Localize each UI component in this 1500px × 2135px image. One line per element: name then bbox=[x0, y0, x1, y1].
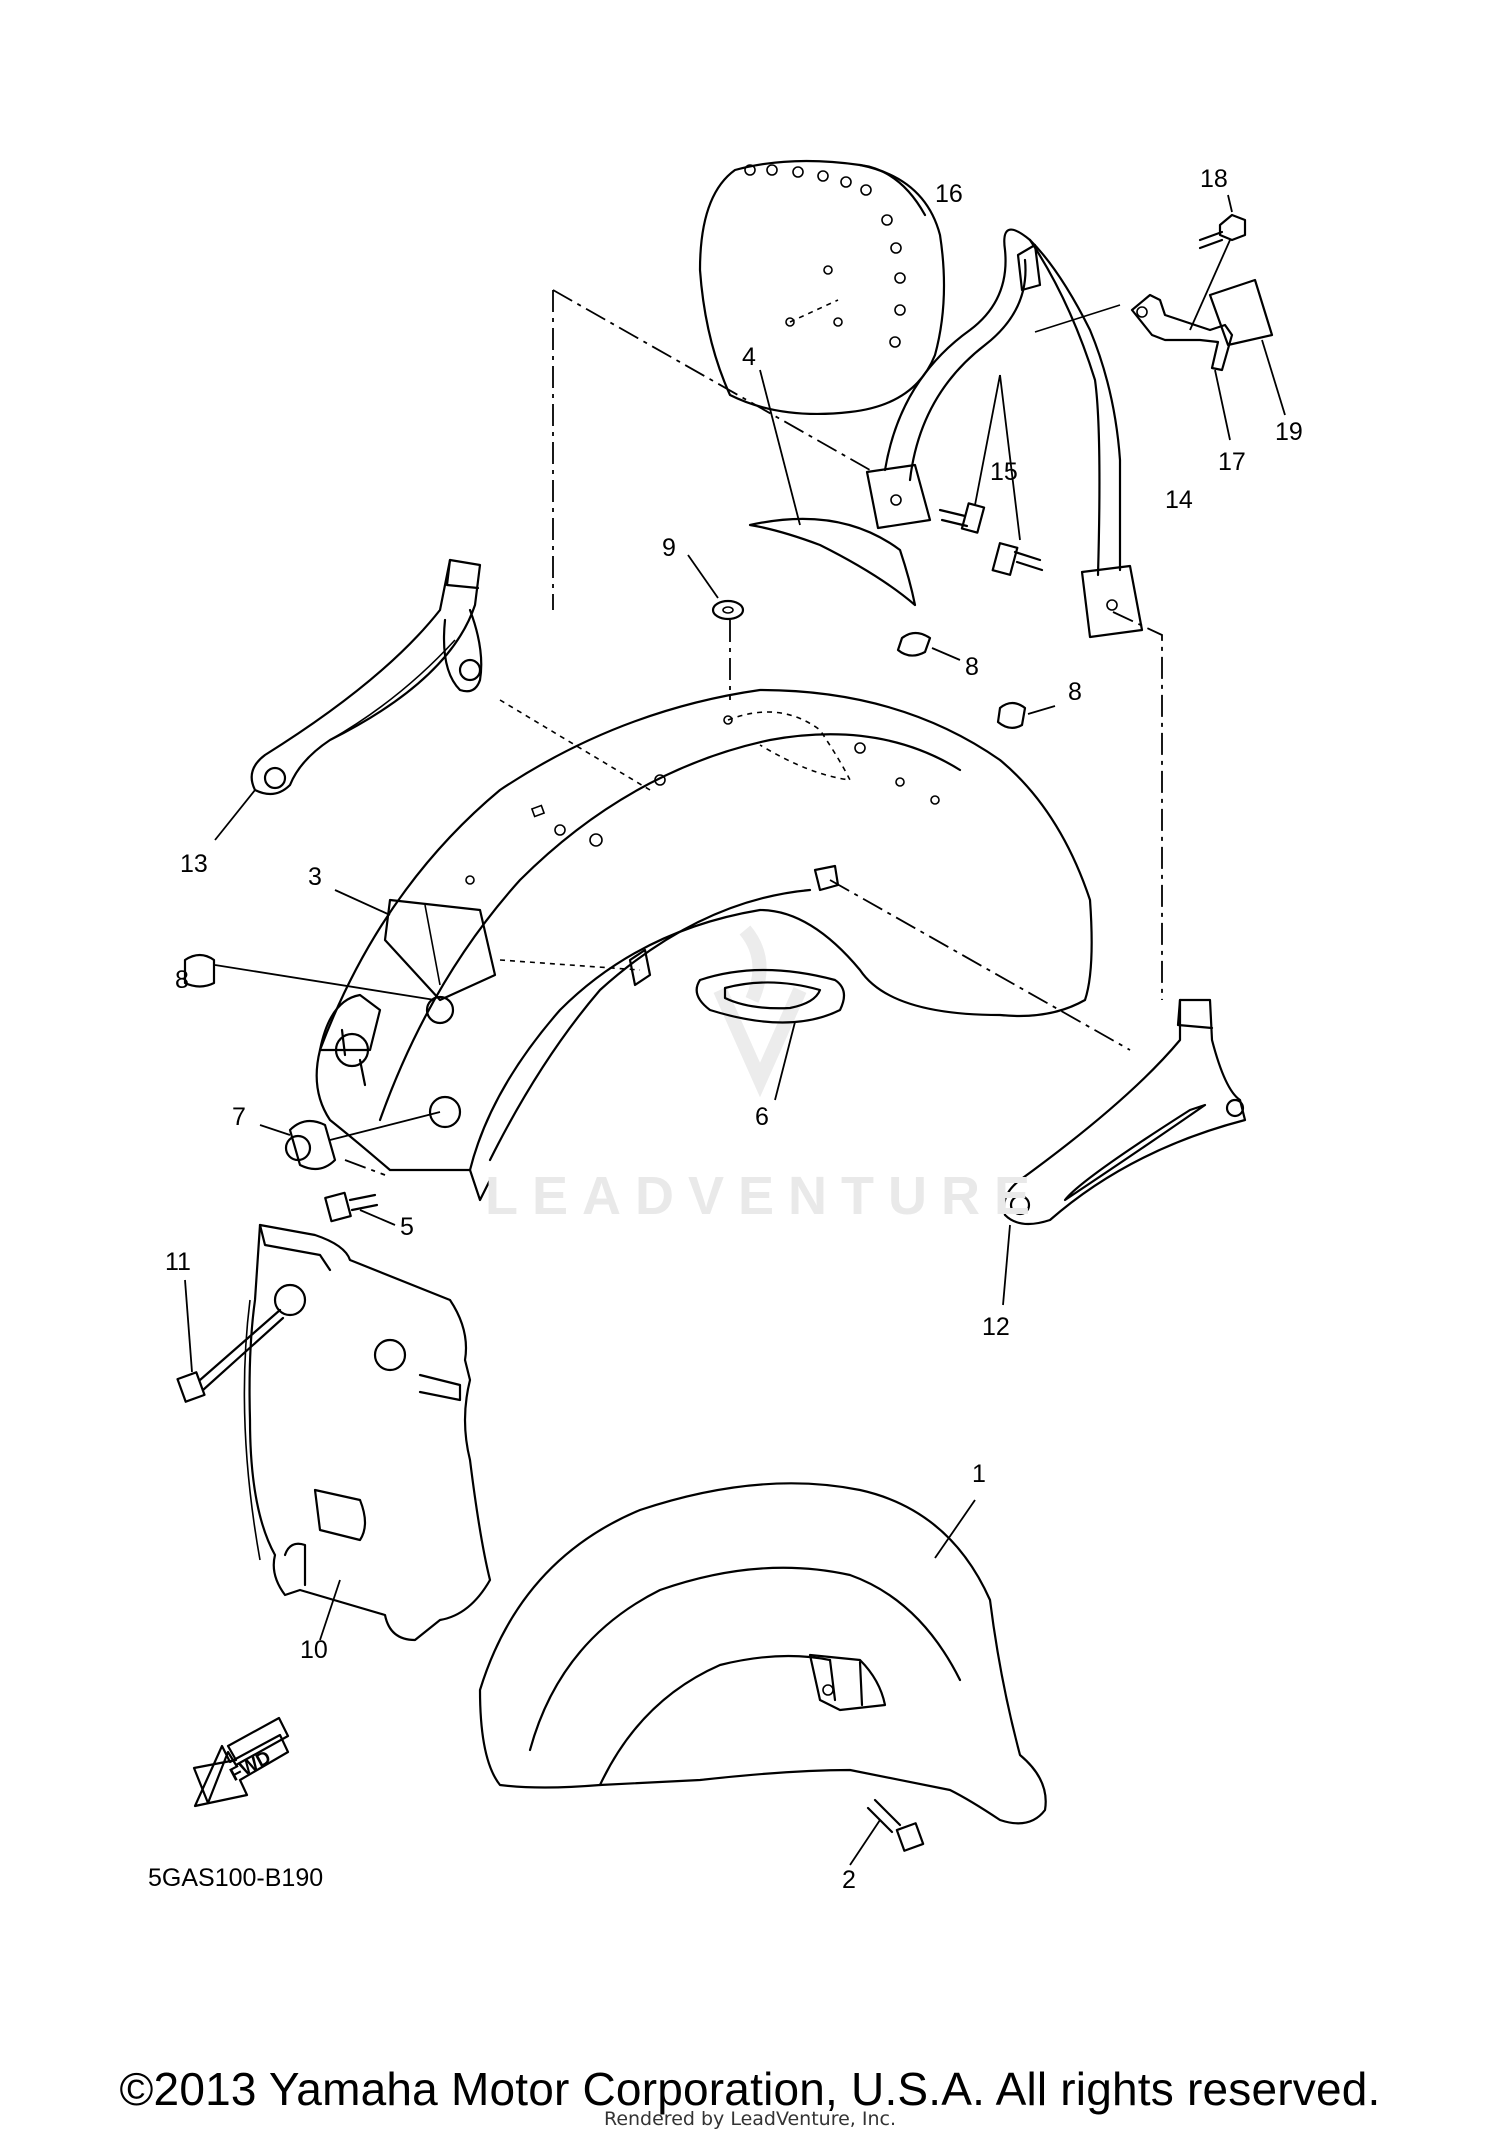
callout-1: 1 bbox=[972, 1460, 986, 1488]
part-3-reflector bbox=[334, 889, 497, 1002]
part-12-right-rail bbox=[1002, 998, 1247, 1306]
part-6-pad bbox=[695, 968, 846, 1101]
callout-2: 2 bbox=[842, 1866, 856, 1894]
part-5-bolt bbox=[324, 1191, 396, 1226]
part-15-bolts bbox=[938, 374, 1044, 576]
callout-19: 19 bbox=[1275, 418, 1303, 446]
assembly-lines bbox=[214, 289, 1163, 1176]
diagram-code: 5GAS100-B190 bbox=[148, 1864, 323, 1892]
callout-17: 17 bbox=[1218, 448, 1246, 476]
part-13-left-rail bbox=[214, 558, 483, 841]
watermark-logo bbox=[713, 925, 807, 1098]
callout-13: 13 bbox=[180, 850, 208, 878]
callout-16: 16 bbox=[935, 180, 963, 208]
part-17-18-19-bracket bbox=[1034, 194, 1286, 441]
callout-12: 12 bbox=[982, 1313, 1010, 1341]
callout-8-left: 8 bbox=[175, 966, 189, 994]
callout-8-upper: 8 bbox=[965, 653, 979, 681]
callout-6: 6 bbox=[755, 1103, 769, 1131]
callout-3: 3 bbox=[308, 863, 322, 891]
rear-fender bbox=[315, 688, 1093, 1202]
part-10-fender-cover bbox=[243, 1223, 492, 1642]
callout-9: 9 bbox=[662, 534, 676, 562]
part-4-decal bbox=[748, 369, 917, 607]
rendered-by: Rendered by LeadVenture, Inc. bbox=[603, 2108, 897, 2130]
fwd-label: FWD bbox=[227, 1747, 275, 1786]
part-2-bolt bbox=[849, 1798, 925, 1866]
copyright: ©2013 Yamaha Motor Corporation, U.S.A. A… bbox=[119, 2063, 1381, 2115]
callout-14: 14 bbox=[1165, 486, 1193, 514]
part-7-grommet bbox=[259, 1119, 337, 1171]
callouts: 1 2 3 4 5 6 7 8 8 8 9 10 11 12 13 14 15 … bbox=[165, 165, 1303, 1894]
part-1-front-fender bbox=[478, 1482, 1047, 1825]
part-9-washer bbox=[687, 554, 745, 621]
callout-7: 7 bbox=[232, 1103, 246, 1131]
part-8-dampers bbox=[183, 631, 1056, 988]
callout-10: 10 bbox=[300, 1636, 328, 1664]
part-14-sissy-bar bbox=[865, 228, 1144, 639]
callout-11: 11 bbox=[165, 1248, 191, 1276]
watermark-text: LEADVENTURE bbox=[485, 1166, 1045, 1226]
callout-4: 4 bbox=[742, 343, 756, 371]
callout-15: 15 bbox=[990, 458, 1018, 486]
callout-5: 5 bbox=[400, 1213, 414, 1241]
fwd-arrow: FWD bbox=[192, 1716, 290, 1808]
part-16-backrest-pad bbox=[698, 159, 946, 416]
part-11-bolt bbox=[176, 1279, 285, 1403]
callout-18: 18 bbox=[1200, 165, 1228, 193]
callout-8-right: 8 bbox=[1068, 678, 1082, 706]
